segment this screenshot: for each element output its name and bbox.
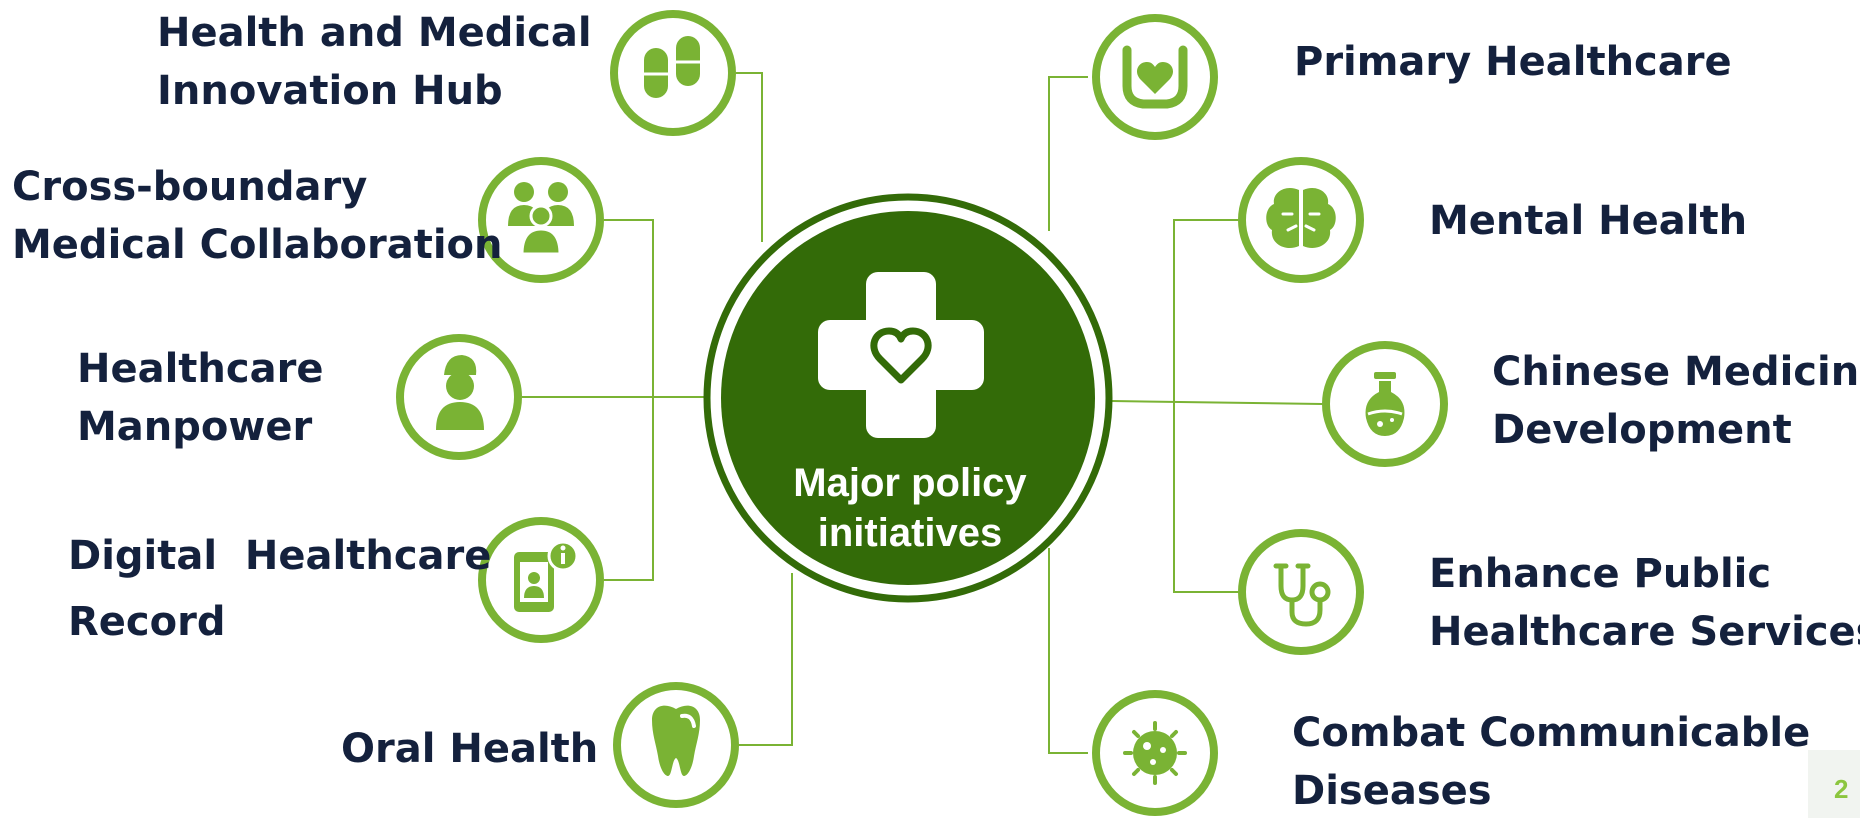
label-healthcare-manpower-line2: Manpower: [77, 404, 313, 450]
connector-health-innovation: [736, 72, 763, 242]
virus-icon: [1123, 721, 1187, 785]
label-primary-healthcare: Primary Healthcare: [1294, 33, 1732, 91]
label-digital-record-line1: Digital Healthcare: [68, 533, 492, 579]
label-chinese-medicine: Chinese Medicine Development: [1492, 343, 1860, 459]
tooth-icon: [652, 705, 700, 776]
nurse-icon: [436, 355, 484, 430]
center-label-line1: Major policy: [793, 461, 1027, 505]
node-public-healthcare: [1238, 529, 1364, 655]
label-communicable-diseases-line1: Combat Communicable: [1292, 710, 1811, 756]
label-health-innovation-line1: Health and Medical: [157, 10, 592, 56]
label-public-healthcare-line2: Healthcare Services: [1429, 609, 1860, 655]
label-public-healthcare-line1: Enhance Public: [1429, 551, 1772, 597]
center-label-line2: initiatives: [817, 511, 1003, 555]
label-cross-boundary-line1: Cross-boundary: [12, 164, 368, 210]
connector-communicable-diseases: [1048, 548, 1088, 754]
medical-team-icon: [508, 182, 574, 256]
brain-icon: [1266, 187, 1336, 249]
center-label: Major policy initiatives: [730, 458, 1090, 558]
label-health-innovation-line2: Innovation Hub: [157, 68, 503, 114]
heart-cross-icon: [818, 272, 984, 438]
label-healthcare-manpower-line1: Healthcare: [77, 346, 324, 392]
pill-capsules-icon: [644, 36, 700, 98]
connector-mental-health: [1173, 219, 1238, 593]
label-health-innovation: Health and Medical Innovation Hub: [157, 4, 592, 120]
node-oral-health: [613, 682, 739, 808]
node-health-innovation: [610, 10, 736, 136]
stethoscope-icon: [1273, 563, 1331, 627]
connector-primary-healthcare: [1048, 76, 1088, 231]
node-cross-boundary: [478, 157, 604, 283]
label-cross-boundary-line2: Medical Collaboration: [12, 222, 503, 268]
label-oral-health: Oral Health: [341, 720, 598, 778]
connector-chinese-medicine: [1111, 400, 1323, 405]
label-communicable-diseases: Combat Communicable Diseases: [1292, 704, 1810, 820]
label-mental-health-line1: Mental Health: [1429, 198, 1748, 244]
node-healthcare-manpower: [396, 334, 522, 460]
hands-heart-icon: [1122, 45, 1188, 109]
connector-oral-health: [738, 573, 793, 746]
center-hub: [703, 193, 1113, 603]
page-number: 2: [1834, 774, 1849, 804]
node-chinese-medicine: [1322, 341, 1448, 467]
connector-lines: [522, 72, 1323, 754]
label-digital-record: Digital Healthcare Record: [68, 523, 491, 655]
label-healthcare-manpower: Healthcare Manpower: [77, 340, 323, 456]
flask-icon: [1365, 372, 1405, 436]
label-digital-record-line2: Record: [68, 599, 226, 645]
node-digital-record: [478, 517, 604, 643]
node-mental-health: [1238, 157, 1364, 283]
connector-cross-boundary: [604, 219, 654, 581]
page-number-box: 2: [1808, 750, 1860, 818]
label-communicable-diseases-line2: Diseases: [1292, 768, 1492, 814]
node-communicable-diseases: [1092, 690, 1218, 816]
node-primary-healthcare: [1092, 14, 1218, 140]
label-mental-health: Mental Health: [1429, 192, 1747, 250]
label-public-healthcare: Enhance Public Healthcare Services: [1429, 545, 1860, 661]
label-chinese-medicine-line2: Development: [1492, 407, 1792, 453]
label-chinese-medicine-line1: Chinese Medicine: [1492, 349, 1860, 395]
label-oral-health-line1: Oral Health: [341, 726, 599, 772]
mobile-health-info-icon: [514, 540, 579, 612]
label-cross-boundary: Cross-boundary Medical Collaboration: [12, 158, 503, 274]
label-primary-healthcare-line1: Primary Healthcare: [1294, 39, 1732, 85]
